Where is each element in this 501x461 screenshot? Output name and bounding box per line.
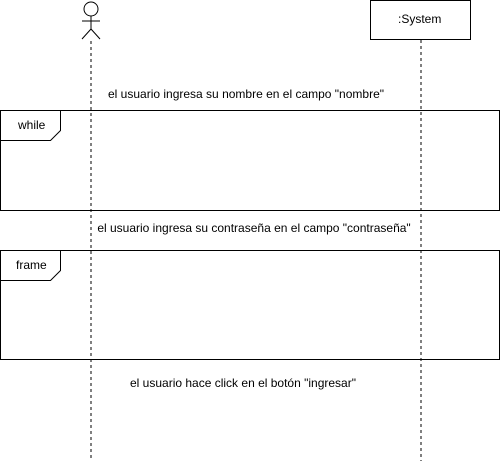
- frame-while: [0, 110, 500, 211]
- actor-head: [83, 1, 99, 17]
- frame-while-border: [0, 110, 500, 211]
- frame-frame: [0, 250, 500, 360]
- frame-frame-label: frame: [16, 258, 47, 272]
- actor-stick-figure: [81, 1, 101, 40]
- frame-while-tab: [0, 110, 61, 141]
- system-lifeline-label: :System: [398, 12, 442, 26]
- message-click-login: el usuario hace click en el botón "ingre…: [130, 376, 356, 390]
- system-box: [370, 0, 471, 40]
- message-password: el usuario ingresa su contraseña en el c…: [97, 221, 411, 235]
- frame-frame-tab: [0, 250, 61, 281]
- frame-while-label: while: [18, 118, 46, 132]
- actor-leg-right: [90, 28, 101, 40]
- frame-frame-border: [0, 250, 500, 360]
- message-username: el usuario ingresa su nombre en el campo…: [108, 87, 384, 101]
- actor-leg-left: [81, 28, 92, 40]
